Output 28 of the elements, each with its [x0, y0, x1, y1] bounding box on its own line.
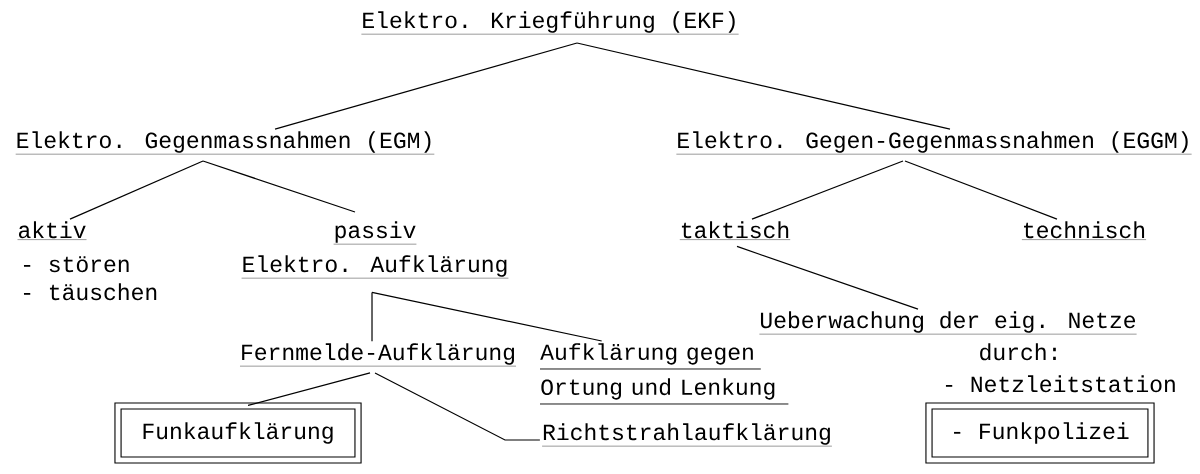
framed-box: - Funkpolizei	[925, 402, 1155, 464]
underlined-heading: aktiv	[17, 221, 87, 240]
connector-line	[202, 160, 356, 213]
framed-box: Funkaufklärung	[114, 402, 362, 464]
underlined-heading: Richtstrahlaufklärung	[541, 423, 833, 447]
underlined-heading: Aufklärung gegen Ortung und Lenkung	[539, 343, 789, 405]
underlined-heading: taktisch	[679, 221, 791, 240]
list-item: - Netzleitstation	[945, 375, 1175, 393]
underlined-heading: Elektro. Gegen-Gegenmassnahmen (EGGM)	[676, 131, 1192, 155]
connector-line	[274, 42, 578, 130]
connector-line	[904, 160, 1058, 220]
list-item: - stören	[23, 256, 129, 273]
connector-line	[69, 160, 204, 220]
underlined-heading: Ueberwachung der eig. Netze	[759, 311, 1137, 335]
connector-line	[751, 160, 904, 220]
underlined-heading: technisch	[1021, 221, 1147, 240]
list-item: durch:	[980, 343, 1056, 361]
connector-line	[374, 372, 541, 441]
list-item: - täuschen	[23, 283, 157, 301]
connector-line	[576, 42, 951, 130]
underlined-heading: passiv Elektro. Aufklärung	[241, 221, 509, 279]
underlined-heading: Fernmelde-Aufklärung	[239, 343, 517, 367]
connector-line	[371, 291, 373, 342]
underlined-heading: Elektro. Gegenmassnahmen (EGM)	[15, 131, 435, 155]
connector-line	[736, 245, 919, 310]
connector-line	[247, 372, 371, 407]
underlined-heading: Elektro. Kriegführung (EKF)	[361, 11, 739, 35]
connector-line	[371, 291, 603, 342]
